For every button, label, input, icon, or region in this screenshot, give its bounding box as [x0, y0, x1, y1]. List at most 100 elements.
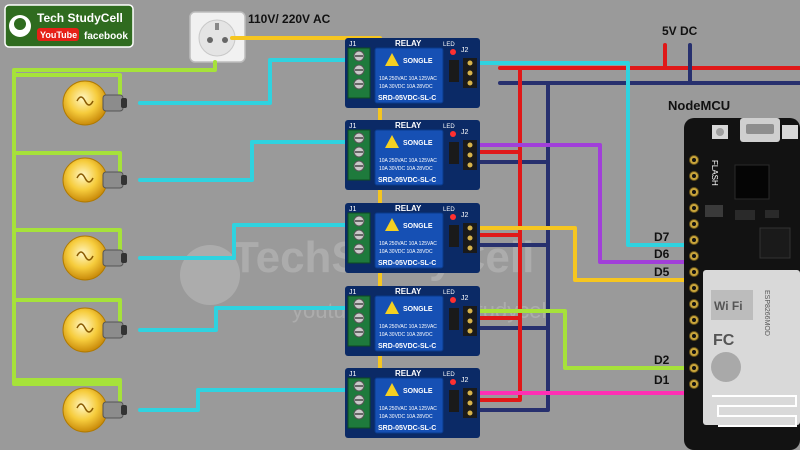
warning-icon: [385, 53, 399, 66]
nodemcu-board: FLASH Wi Fi FC ESP8266MOD: [684, 118, 800, 450]
pin-d5-label: D5: [654, 265, 670, 279]
relay-gnd-4: [478, 81, 550, 330]
led-icon: [450, 49, 456, 55]
warning-icon: [385, 135, 399, 148]
bulbs: [62, 80, 127, 433]
relay-j1-label: J1: [349, 41, 357, 48]
relay-rating-2: 10A 30VDC 10A 28VDC: [379, 414, 433, 420]
relay-j2-label: J2: [461, 129, 469, 136]
neutral-wire: [12, 60, 217, 386]
relay-led-label: LED: [443, 207, 455, 213]
ac-supply-label: 110V/ 220V AC: [248, 12, 331, 26]
relay-vcc-5: [478, 66, 522, 402]
relay-title: RELAY: [395, 204, 422, 213]
nodemcu-label: NodeMCU: [668, 98, 730, 113]
relay-rating-2: 10A 30VDC 10A 28VDC: [379, 332, 433, 338]
relay-rating-1: 10A 250VAC 10A 125VAC: [379, 241, 437, 247]
relay-rating-1: 10A 250VAC 10A 125VAC: [379, 406, 437, 412]
relay-model: SRD-05VDC-SL-C: [378, 177, 436, 184]
light-bulb-icon: [62, 80, 127, 126]
warning-icon: [385, 383, 399, 396]
relay-j1-label: J1: [349, 289, 357, 296]
bulb-base: [102, 249, 124, 267]
pin-d2-label: D2: [654, 353, 670, 367]
bulb-base: [102, 94, 124, 112]
transistor-icon: [449, 60, 459, 82]
relay-j1-label: J1: [349, 123, 357, 130]
light-bulb-icon: [62, 387, 127, 433]
warning-icon: [385, 218, 399, 231]
relay-rating-2: 10A 30VDC 10A 28VDC: [379, 166, 433, 172]
antenna-icon: [712, 395, 797, 427]
fcc-logo: FC: [713, 332, 735, 349]
warning-icon: [385, 301, 399, 314]
pin-d7-label: D7: [654, 230, 670, 244]
youtube-label: YouTube: [40, 30, 77, 40]
relay-brand: SONGLE: [403, 388, 433, 395]
bulb-neutral-wire-5: [12, 378, 122, 402]
relay-gnd-5: [478, 81, 550, 412]
led-icon: [450, 131, 456, 137]
bulb-neutral-wire-4: [12, 298, 122, 322]
relay-model: SRD-05VDC-SL-C: [378, 343, 436, 350]
relay-rating-1: 10A 250VAC 10A 125VAC: [379, 76, 437, 82]
load-wire-5: [138, 388, 362, 412]
signal-d6: [478, 143, 692, 264]
signal-d5: [478, 226, 692, 282]
relay-rating-1: 10A 250VAC 10A 125VAC: [379, 324, 437, 330]
usb-chip-icon: [734, 164, 770, 200]
transistor-icon: [449, 308, 459, 330]
relay-brand: SONGLE: [403, 223, 433, 230]
relay-model: SRD-05VDC-SL-C: [378, 260, 436, 267]
wifi-logo: Wi Fi: [714, 299, 743, 313]
pin-d6-label: D6: [654, 247, 670, 261]
esp-chip-label: ESP8266MOD: [763, 290, 770, 336]
bulb-neutral-wire-1: [12, 73, 122, 97]
ac-socket: [189, 11, 246, 63]
relay-j2-label: J2: [461, 295, 469, 302]
relay-title: RELAY: [395, 287, 422, 296]
relay-rating-2: 10A 30VDC 10A 28VDC: [379, 84, 433, 90]
relay-title: RELAY: [395, 121, 422, 130]
light-bulb-icon: [62, 307, 127, 353]
bulb-base: [102, 321, 124, 339]
header-pins: [689, 155, 699, 389]
load-wire-2: [138, 140, 362, 182]
relay-j2-label: J2: [461, 377, 469, 384]
relay-led-label: LED: [443, 290, 455, 296]
load-wire-4: [138, 306, 362, 332]
load-wire-3: [138, 223, 362, 260]
relay-led-label: LED: [443, 372, 455, 378]
youtube-icon: [37, 28, 79, 41]
load-wire-1: [138, 58, 362, 105]
signal-d2: [478, 309, 692, 370]
flash-button-icon: [782, 125, 798, 139]
relay-vcc-2: [478, 66, 522, 154]
transistor-icon: [449, 390, 459, 412]
relay-led-label: LED: [443, 42, 455, 48]
pin-d1-label: D1: [654, 373, 670, 387]
transistor-icon: [449, 225, 459, 247]
bulb-base: [102, 401, 124, 419]
relay-brand: SONGLE: [403, 306, 433, 313]
flash-label: FLASH: [710, 160, 719, 186]
facebook-label: facebook: [84, 31, 128, 42]
light-bulb-icon: [62, 235, 127, 281]
relay-brand: SONGLE: [403, 58, 433, 65]
relay-model: SRD-05VDC-SL-C: [378, 95, 436, 102]
brand-name: Tech StudyCell: [37, 11, 123, 25]
relay-title: RELAY: [395, 39, 422, 48]
relay-j2-label: J2: [461, 47, 469, 54]
relay-brand: SONGLE: [403, 140, 433, 147]
led-icon: [450, 297, 456, 303]
bulb-neutral-wire-3: [12, 228, 122, 252]
bulb-base: [102, 171, 124, 189]
relay-j1-label: J1: [349, 206, 357, 213]
